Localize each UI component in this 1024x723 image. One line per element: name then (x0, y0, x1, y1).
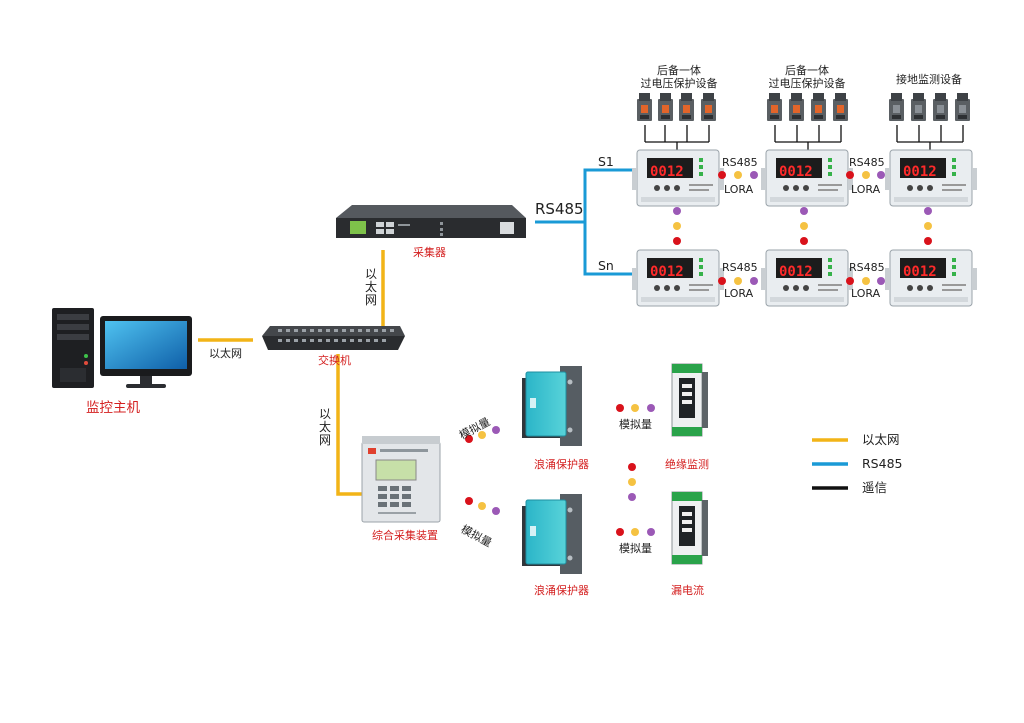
host-label: 监控主机 (86, 400, 140, 416)
legend-ethernet-label: 以太网 (862, 432, 900, 447)
link-switch-collector-label: 以太网 (364, 267, 377, 307)
link-rs485-bus (535, 168, 632, 224)
group3-breakers (889, 93, 970, 121)
collector-device (336, 205, 526, 238)
group2-title-line1: 后备一体 (785, 64, 829, 77)
insulation-label: 绝缘监测 (665, 458, 709, 471)
analog-top-right-label: 模拟量 (619, 418, 652, 431)
display-value-bottom-3: 0012 (903, 264, 937, 280)
group1-title-line2: 过电压保护设备 (640, 77, 718, 90)
display-value-top-1: 0012 (650, 164, 684, 180)
group2-title-line2: 过电压保护设备 (768, 77, 846, 90)
display-value-top-2: 0012 (779, 164, 813, 180)
collector-label: 采集器 (413, 246, 446, 259)
group1-bracket (644, 125, 710, 152)
analog-bottom-right-label: 模拟量 (619, 542, 652, 555)
rs485-tag-bottom-1: RS485 (722, 261, 758, 274)
switch-label: 交换机 (318, 354, 351, 367)
lora-tag-top-1: LORA (724, 183, 754, 196)
link-switch-integrated (336, 354, 362, 496)
group2-bracket (774, 125, 842, 152)
display-value-bottom-2: 0012 (779, 264, 813, 280)
surge-protector-bottom (521, 493, 583, 575)
surge-top-label: 浪涌保护器 (534, 458, 589, 471)
integrated-collector-device (361, 436, 441, 523)
link-host-switch-label: 以太网 (209, 347, 242, 360)
leakage-current-device (671, 491, 709, 565)
link-switch-integrated-label: 以太网 (318, 407, 331, 447)
surge-bottom-label: 浪涌保护器 (534, 584, 589, 597)
switch-device (262, 326, 405, 350)
surge-protector-top (521, 365, 583, 447)
group1-breakers (637, 93, 716, 121)
bus-s1-label: S1 (598, 154, 614, 169)
rs485-tag-bottom-2: RS485 (849, 261, 885, 274)
insulation-monitor-device (671, 363, 709, 437)
rs485-bus-label: RS485 (535, 200, 584, 218)
display-value-bottom-1: 0012 (650, 264, 684, 280)
bus-sn-label: Sn (598, 258, 614, 273)
monitor-host (52, 308, 192, 388)
lora-tag-bottom-2: LORA (851, 287, 881, 300)
rs485-tag-top-1: RS485 (722, 156, 758, 169)
group3-bracket (896, 125, 964, 152)
legend-signal-label: 遥信 (862, 480, 888, 495)
group1-title-line1: 后备一体 (657, 64, 701, 77)
display-value-top-3: 0012 (903, 164, 937, 180)
integrated-label: 综合采集装置 (372, 529, 438, 542)
leakage-label: 漏电流 (671, 584, 704, 597)
group3-title-line2: 接地监测设备 (896, 73, 962, 86)
legend-rs485-label: RS485 (862, 456, 903, 471)
lora-tag-bottom-1: LORA (724, 287, 754, 300)
group2-breakers (767, 93, 848, 121)
status-dots (465, 171, 932, 536)
link-rs485-sn (583, 222, 632, 276)
lora-tag-top-2: LORA (851, 183, 881, 196)
rs485-tag-top-2: RS485 (849, 156, 885, 169)
